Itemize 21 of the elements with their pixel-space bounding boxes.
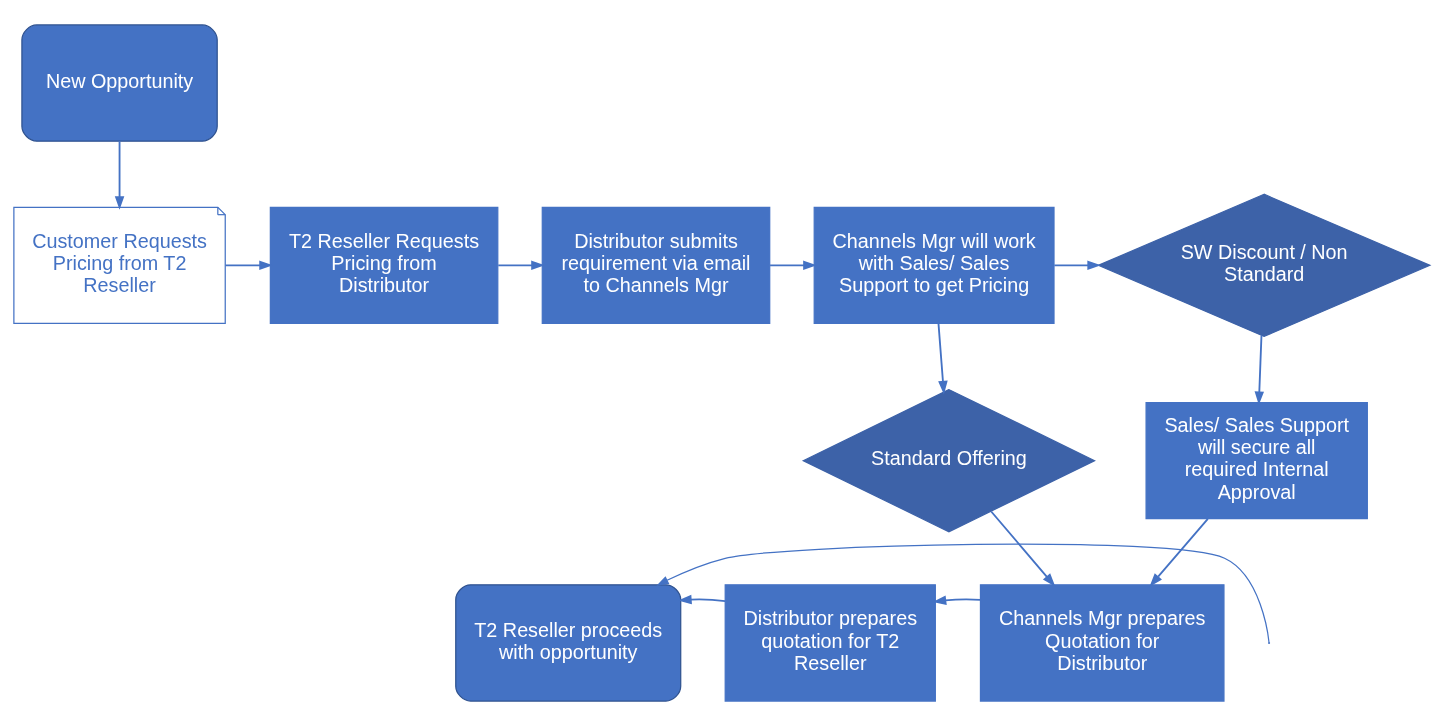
node-box: Sales/ Sales Support will secure all required Internal Approval xyxy=(1145,401,1368,519)
arrow xyxy=(224,260,273,270)
arrow xyxy=(678,594,727,604)
arrow xyxy=(656,543,1270,643)
arrow xyxy=(497,260,545,270)
node-box: Channels Mgr prepares Quotation for Distributor xyxy=(979,583,1225,702)
arrow xyxy=(1053,260,1101,270)
node-box: New Opportunity xyxy=(21,23,218,142)
arrow xyxy=(990,510,1056,587)
node-box: T2 Reseller Requests Pricing from Distributor xyxy=(269,206,499,324)
arrow xyxy=(937,322,948,395)
arrow xyxy=(1149,517,1209,587)
arrow xyxy=(1254,334,1265,405)
node-diamond: SW Discount / Non Standard xyxy=(1096,193,1432,337)
arrow xyxy=(769,260,817,270)
node-box: Channels Mgr will work with Sales/ Sales Support to get Pricing xyxy=(813,206,1055,324)
node-diamond: Standard Offering xyxy=(801,388,1096,532)
node-box: T2 Reseller proceeds with opportunity xyxy=(455,583,682,702)
node-box: Distributor prepares quotation for T2 Reseller xyxy=(724,583,936,702)
arrow xyxy=(114,139,125,210)
node-box: Distributor submits requirement via email to Channels Mgr xyxy=(541,206,771,324)
